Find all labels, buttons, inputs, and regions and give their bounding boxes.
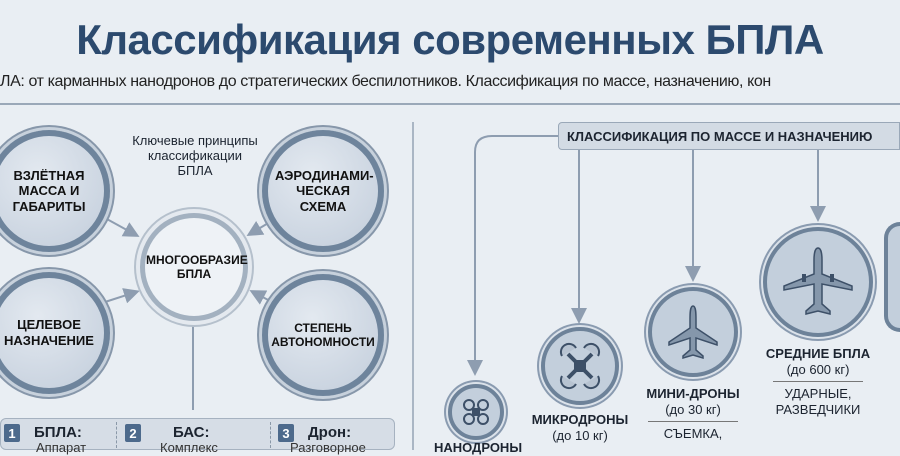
term-label: Дрон: [308, 424, 352, 441]
term-uav: 1 БПЛА: [4, 424, 82, 442]
quadcopter-icon [541, 327, 619, 405]
class-micro: МИКРОДРОНЫ(до 10 кг) [520, 412, 640, 443]
class-separator [773, 381, 863, 383]
class-medium: СРЕДНИЕ БПЛА(до 600 кг) УДАРНЫЕ, РАЗВЕДЧИ… [758, 346, 878, 417]
jet-icon [648, 287, 738, 377]
term-number: 1 [4, 424, 20, 442]
next-class-circle [884, 222, 900, 332]
term-desc: Разговорное [290, 440, 366, 455]
term-number: 3 [278, 424, 294, 442]
class-mass: (до 30 кг) [665, 401, 721, 417]
divider-vertical [412, 122, 414, 450]
class-name: МИКРОДРОНЫ [531, 412, 629, 427]
circle-label: ВЗЛЁТНАЯ МАССА И ГАБАРИТЫ [12, 167, 86, 214]
term-desc: Аппарат [36, 440, 87, 455]
divider-horizontal [0, 103, 900, 105]
circle-takeoff-mass: ВЗЛЁТНАЯ МАССА И ГАБАРИТЫ [0, 130, 110, 252]
term-separator [116, 422, 117, 448]
term-desc: Комплекс [160, 440, 218, 455]
class-mass: (до 10 кг) [552, 427, 608, 443]
term-uas: 2 БАС: [125, 424, 210, 442]
circle-purpose: ЦЕЛЕВОЕ НАЗНАЧЕНИЕ [0, 272, 110, 394]
subtitle: ЛА: от карманных нанодронов до стратегич… [0, 73, 771, 90]
circle-aerodynamic-scheme: АЭРОДИНАМИ-ЧЕСКАЯ СХЕМА [262, 130, 384, 252]
mass-classification-header: КЛАССИФИКАЦИЯ ПО МАССЕ И НАЗНАЧЕНИЮ [558, 122, 900, 150]
circle-uav-diversity: МНОГООБРАЗИЕ БПЛА [140, 213, 248, 321]
airliner-icon [763, 227, 873, 337]
key-principles-label: Ключевые принципы классификации БПЛА [132, 133, 258, 178]
term-separator [270, 422, 271, 448]
class-use: СЪЕМКА, [663, 426, 723, 442]
class-mass: (до 600 кг) [786, 361, 850, 377]
class-nano: НАНОДРОНЫ [428, 440, 528, 456]
class-name: НАНОДРОНЫ [433, 440, 523, 455]
class-mini: МИНИ-ДРОНЫ(до 30 кг) СЪЕМКА, [633, 386, 753, 442]
class-use: УДАРНЫЕ, РАЗВЕДЧИКИ [775, 386, 861, 417]
class-name: МИНИ-ДРОНЫ [646, 386, 740, 401]
term-number: 2 [125, 424, 141, 442]
circle-label: СТЕПЕНЬ АВТОНОМНОСТИ [271, 320, 375, 349]
term-label: БАС: [173, 424, 210, 441]
page-title: Классификация современных БПЛА [76, 16, 824, 63]
term-label: БПЛА: [34, 424, 82, 441]
header-label: КЛАССИФИКАЦИЯ ПО МАССЕ И НАЗНАЧЕНИЮ [567, 128, 873, 144]
term-drone: 3 Дрон: [278, 424, 351, 442]
circle-label: АЭРОДИНАМИ-ЧЕСКАЯ СХЕМА [275, 167, 374, 214]
quadcopter-small-icon [448, 384, 504, 440]
class-separator [648, 421, 738, 423]
class-name: СРЕДНИЕ БПЛА [765, 346, 871, 361]
center-label: МНОГООБРАЗИЕ БПЛА [146, 252, 248, 281]
circle-autonomy: СТЕПЕНЬ АВТОНОМНОСТИ [262, 274, 384, 396]
circle-label: ЦЕЛЕВОЕ НАЗНАЧЕНИЕ [4, 317, 94, 348]
